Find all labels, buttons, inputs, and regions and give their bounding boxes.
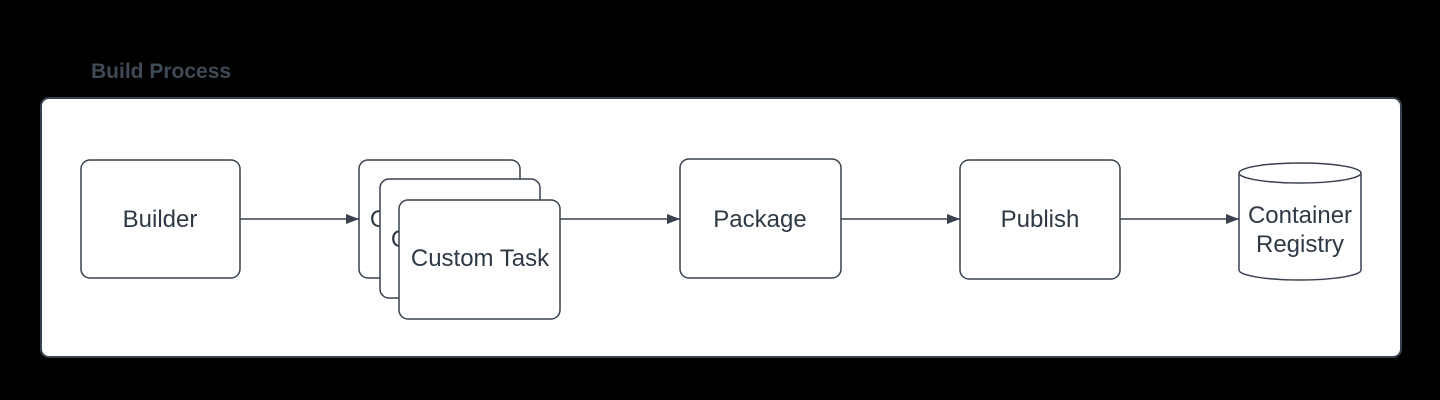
- custom-task-front-box: [398, 199, 561, 320]
- publish-label: Publish: [1001, 206, 1080, 233]
- package-box: [679, 158, 842, 279]
- publish-box: [959, 159, 1121, 280]
- custom-task-front-label: Custom Task: [411, 245, 550, 272]
- cylinder-body: [1239, 173, 1361, 270]
- custom-task-card-front: Custom Task: [398, 199, 561, 320]
- node-publish[interactable]: Publish: [959, 159, 1121, 280]
- node-builder[interactable]: Builder: [80, 159, 241, 279]
- builder-box: [80, 159, 241, 279]
- node-custom-task[interactable]: Custom Task Custom Task Custom Task: [358, 159, 561, 320]
- node-package[interactable]: Package: [679, 158, 842, 279]
- cylinder-top: [1238, 162, 1362, 184]
- node-container-registry[interactable]: Container Registry: [1238, 162, 1362, 281]
- package-label: Package: [713, 206, 806, 233]
- diagram-title: Build Process: [91, 60, 231, 83]
- builder-label: Builder: [123, 206, 198, 233]
- container-registry-label-line2: Registry: [1256, 231, 1344, 258]
- container-registry-label-line1: Container: [1248, 202, 1352, 229]
